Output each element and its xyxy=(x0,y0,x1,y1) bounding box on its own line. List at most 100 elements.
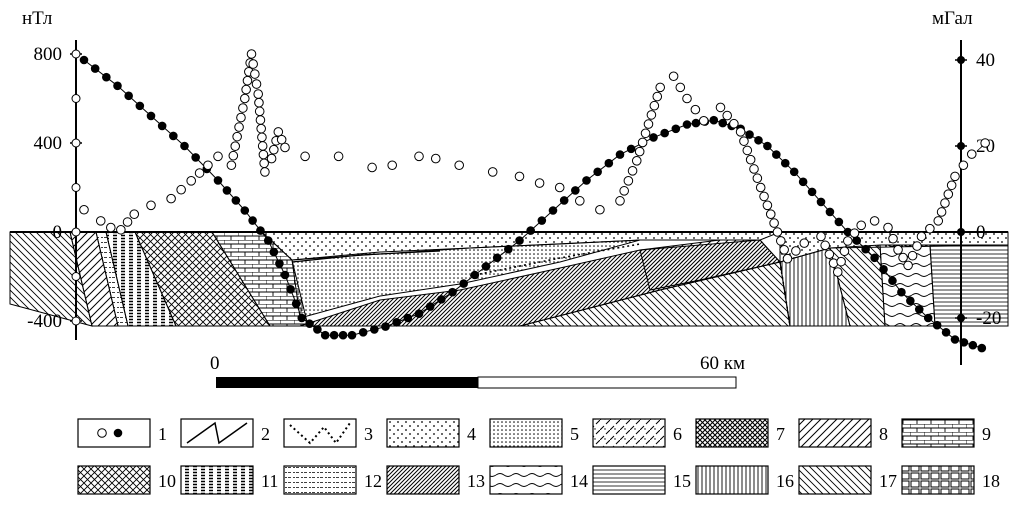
legend-item: 2 xyxy=(180,418,270,448)
magnetic-point xyxy=(652,91,663,102)
magnetic-point xyxy=(575,196,585,206)
gravity-point xyxy=(691,118,701,128)
right-axis-marker xyxy=(957,56,965,64)
legend-swatch xyxy=(489,418,563,448)
right-tick-label: 0 xyxy=(976,222,986,243)
gravity-point xyxy=(807,187,817,197)
legend-item: 9 xyxy=(901,418,991,448)
magnetic-point xyxy=(779,245,789,255)
legend-label: 2 xyxy=(261,424,270,444)
magnetic-point xyxy=(240,93,250,104)
magnetic-point xyxy=(856,220,867,231)
gravity-trend-line xyxy=(83,59,982,349)
magnetic-point xyxy=(257,132,267,143)
legend-item: 5 xyxy=(489,418,579,448)
gravity-point xyxy=(313,325,322,334)
gravity-point xyxy=(481,262,491,271)
left-tick-label: 800 xyxy=(34,44,63,65)
gravity-point xyxy=(79,55,89,65)
legend-item: 17 xyxy=(798,465,897,495)
magnetic-point xyxy=(129,209,140,219)
magnetic-point xyxy=(203,160,213,171)
magnetic-point xyxy=(230,141,241,151)
gravity-point xyxy=(709,115,719,125)
gravity-point xyxy=(222,186,232,195)
gravity-point xyxy=(269,247,279,257)
magnetic-point xyxy=(749,164,759,174)
gravity-point xyxy=(879,264,888,274)
magnetic-point xyxy=(186,176,196,186)
gravity-point xyxy=(825,207,835,217)
magnetic-point xyxy=(106,222,116,233)
legend-item: 4 xyxy=(386,418,476,448)
legend-swatch xyxy=(798,465,872,495)
magnetic-point xyxy=(722,110,733,121)
magnetic-point xyxy=(637,137,648,148)
magnetic-point xyxy=(940,198,950,208)
gravity-point xyxy=(135,101,145,111)
gravity-point xyxy=(470,270,480,280)
magnetic-point xyxy=(454,160,465,171)
magnetic-point xyxy=(280,142,290,153)
magnetic-point xyxy=(849,228,860,238)
gravity-point xyxy=(414,309,424,319)
legend-item: 1 xyxy=(77,418,167,448)
magnetic-point xyxy=(745,154,756,165)
scale-bar: 0 60 км xyxy=(210,353,745,389)
gravity-point xyxy=(660,128,669,138)
gravity-point xyxy=(772,150,781,159)
gravity-point xyxy=(329,330,339,340)
legend-swatch xyxy=(798,418,872,448)
magnetic-point xyxy=(933,216,944,226)
gravity-point xyxy=(191,153,200,162)
magnetic-point xyxy=(414,151,424,162)
magnetic-point xyxy=(646,110,657,120)
gravity-point xyxy=(492,253,502,263)
gravity-point xyxy=(240,206,250,215)
legend-label: 11 xyxy=(261,471,278,491)
magnetic-point xyxy=(816,231,826,242)
magnetic-point xyxy=(367,162,377,173)
legend-swatch xyxy=(77,465,151,495)
magnetic-point xyxy=(925,223,935,234)
magnetic-point xyxy=(595,204,605,215)
gravity-point xyxy=(798,177,808,187)
gravity-point xyxy=(90,64,100,73)
gravity-point xyxy=(548,206,558,215)
legend-item: 15 xyxy=(592,465,691,495)
magnetic-point xyxy=(883,222,893,233)
magnetic-series xyxy=(79,49,990,277)
gravity-point xyxy=(248,216,257,225)
magnetic-point xyxy=(698,115,709,126)
legend-label: 4 xyxy=(467,424,476,444)
gravity-point xyxy=(286,285,295,294)
gravity-point xyxy=(124,91,133,101)
magnetic-point xyxy=(655,82,666,93)
gravity-point xyxy=(291,299,301,308)
gravity-point xyxy=(515,236,524,245)
magnetic-point xyxy=(843,236,853,246)
legend-swatch xyxy=(695,465,769,495)
gravity-point xyxy=(914,305,924,314)
legend-label: 9 xyxy=(982,424,991,444)
legend-swatch xyxy=(901,465,975,495)
legend-label: 3 xyxy=(364,424,373,444)
left-axis-marker xyxy=(71,94,81,103)
magnetic-point xyxy=(950,171,960,182)
magnetic-point xyxy=(116,224,126,235)
magnetic-point xyxy=(226,160,237,171)
magnetic-point xyxy=(762,200,773,211)
magnetic-point xyxy=(269,144,279,155)
magnetic-point xyxy=(799,238,810,248)
legend-label: 6 xyxy=(673,424,682,444)
legend-swatch xyxy=(901,418,975,448)
legend-label: 8 xyxy=(879,424,888,444)
magnetic-point xyxy=(640,128,651,139)
gravity-point xyxy=(834,217,844,227)
left-axis-marker xyxy=(71,49,81,59)
gravity-point xyxy=(213,176,223,185)
magnetic-point xyxy=(912,241,922,251)
magnetic-point xyxy=(232,131,242,142)
legend-item: 6 xyxy=(592,418,682,448)
